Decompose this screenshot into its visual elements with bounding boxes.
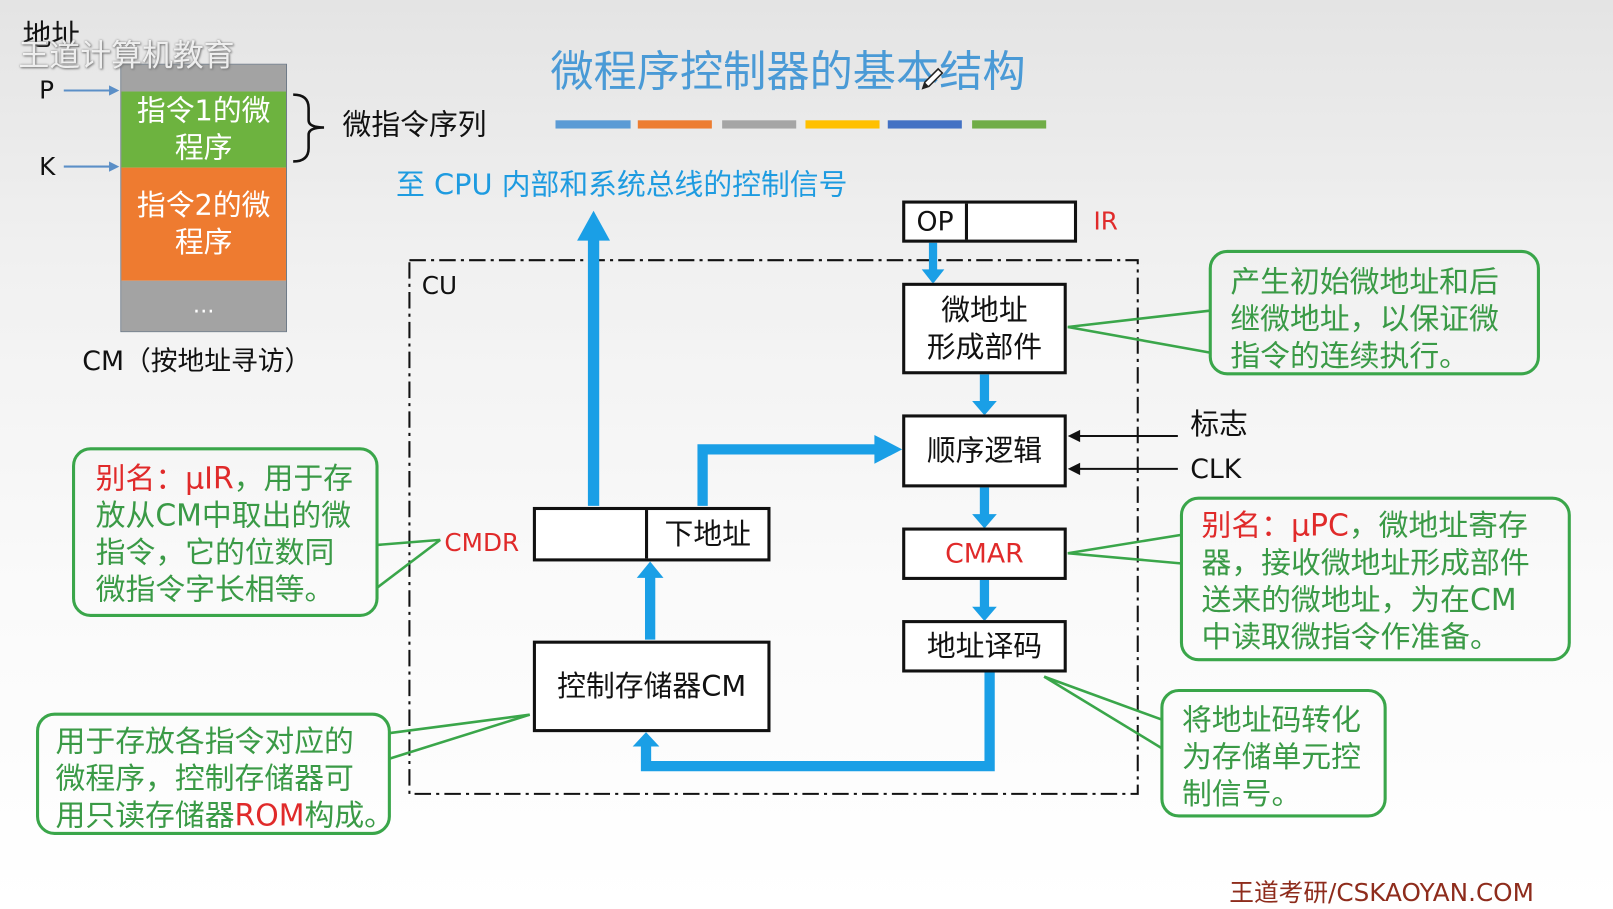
callout-alias: 别名：μIR [95, 460, 234, 496]
title-bar-segment [722, 120, 797, 129]
flag-input-label: 标志 [1190, 407, 1248, 442]
callout-line: 用只读存储器ROM构成。 [55, 797, 394, 834]
arrow-cmdr-to-control-signals [577, 210, 611, 506]
segment-line: 指令1的微 [136, 93, 271, 128]
pointer-k-label: K [39, 152, 56, 181]
callout-control-memory: 用于存放各指令对应的 微程序，控制存储器可 用只读存储器ROM构成。 [36, 712, 394, 835]
ir-op-field: OP [905, 203, 969, 240]
arrow-clk-input [1067, 462, 1178, 476]
segment-line: ... [192, 292, 215, 319]
arrow-flag-input [1067, 429, 1178, 443]
cmdr-next-address-field: 下地址 [644, 510, 767, 559]
callout-line: 微程序，控制存储器可 [55, 760, 354, 796]
callout-highlight: ROM [234, 797, 305, 833]
control-memory: 控制存储器CM [532, 640, 771, 733]
callout-line: 别名：μIR，用于存 [96, 460, 376, 497]
callout-line: 中读取微指令作准备。 [1201, 619, 1500, 654]
callout-text: ，微地址寄存 [1348, 507, 1528, 543]
title-bar-segment [887, 120, 962, 129]
segment-line: 指令2的微 [136, 188, 271, 223]
callout-line: 器，接收微地址形成部件 [1201, 544, 1530, 580]
callout-line: 微指令字长相等。 [95, 571, 335, 607]
callout-line: 用于存放各指令对应的 [55, 723, 354, 759]
ir-label: IR [1093, 206, 1118, 236]
callout-text: 用只读存储器 [55, 797, 235, 833]
memory-segment-instruction-2: 指令2的微 程序 [121, 167, 286, 281]
arrow-ir-to-micro-address-unit [921, 242, 945, 284]
micro-address-unit: 微地址 形成部件 [902, 282, 1067, 375]
clk-input-label: CLK [1190, 454, 1242, 486]
callout-micro-address-unit: 产生初始微地址和后 继微地址，以保证微 指令的连续执行。 [1208, 249, 1540, 376]
cu-label: CU [421, 271, 458, 301]
footer-brand: 王道考研/CSKAOYAN.COM [1229, 878, 1534, 907]
callout-line: 制信号。 [1181, 776, 1302, 812]
box-line: 顺序逻辑 [926, 433, 1043, 468]
address-decoder: 地址译码 [902, 620, 1067, 673]
arrow-cmar-to-address-decoder [972, 579, 997, 622]
cm-caption: CM（按地址寻访） [82, 346, 312, 378]
title-bar-segment [637, 120, 712, 129]
callout-pointer-micro-address-unit [1067, 309, 1212, 354]
cmar: CMAR [902, 527, 1067, 580]
instruction-register: OP [902, 200, 1078, 243]
callout-line: 指令，它的位数同 [95, 534, 335, 570]
segment-line: 程序 [174, 225, 233, 260]
callout-upc: 别名：μPC，微地址寄存 器，接收微地址形成部件 送来的微地址，为在CM 中读取… [1179, 496, 1571, 662]
title-bar-segment [805, 120, 880, 129]
pointer-k-arrow [63, 161, 120, 172]
microinstruction-brace [293, 93, 325, 163]
callout-line: 继微地址，以保证微 [1230, 301, 1499, 337]
cmdr-label: CMDR [444, 528, 520, 558]
memory-segment-ellipsis: ... [121, 280, 286, 332]
memory-segment-instruction-1: 指令1的微 程序 [121, 91, 286, 168]
callout-alias: 别名：μPC [1201, 507, 1349, 543]
arrow-control-memory-to-cmdr [636, 561, 664, 640]
brace-label: 微指令序列 [342, 107, 487, 142]
callout-address-decoder: 将地址码转化 为存储单元控 制信号。 [1160, 688, 1387, 818]
callout-pointer-upc [1067, 533, 1183, 565]
callout-line: 指令的连续执行。 [1230, 338, 1469, 374]
cu-boundary [408, 259, 1139, 795]
control-memory-map: 指令1的微 程序 指令2的微 程序 ... [120, 63, 288, 333]
callout-line: 为存储单元控 [1181, 739, 1361, 775]
arrow-next-address-to-sequence-logic [697, 434, 903, 506]
callout-text: ，用于存 [233, 460, 354, 496]
watermark: 王道计算机教育 [18, 38, 235, 75]
callout-line: 放从CM中取出的微 [95, 497, 352, 533]
cmdr: 下地址 [532, 506, 771, 562]
callout-line: 产生初始微地址和后 [1230, 264, 1499, 300]
pointer-p-arrow [63, 85, 120, 96]
memory-segment-empty [121, 64, 286, 92]
box-line: 控制存储器CM [557, 668, 747, 703]
pointer-p-label: P [39, 76, 54, 105]
callout-pointer-address-decoder [1043, 675, 1164, 750]
callout-line: 别名：μPC，微地址寄存 [1202, 507, 1568, 544]
arrow-address-decoder-to-control-memory [632, 672, 995, 772]
callout-uir: 别名：μIR，用于存 放从CM中取出的微 指令，它的位数同 微指令字长相等。 [72, 447, 379, 617]
segment-line: 程序 [174, 130, 233, 165]
box-line: 地址译码 [926, 628, 1043, 663]
address-label: 地址 [22, 18, 81, 53]
arrow-micro-address-to-sequence-logic [972, 374, 997, 416]
callout-text: 构成。 [304, 797, 395, 833]
callout-line: 送来的微地址，为在CM [1201, 582, 1517, 617]
page-title: 微程序控制器的基本结构 [550, 46, 1026, 97]
callout-pointer-uir [375, 538, 442, 590]
arrow-sequence-logic-to-cmar [972, 487, 997, 529]
callout-line: 将地址码转化 [1181, 702, 1361, 738]
sequence-logic: 顺序逻辑 [902, 414, 1067, 488]
pen-cursor-icon [921, 67, 944, 90]
title-bar-segment [972, 120, 1047, 129]
callout-pointer-control-memory [388, 713, 531, 761]
title-bar-segment [555, 120, 631, 129]
box-line: 形成部件 [926, 329, 1043, 364]
box-line: 微地址 [941, 292, 1028, 327]
control-signal-label: 至 CPU 内部和系统总线的控制信号 [396, 167, 848, 202]
box-line: CMAR [945, 538, 1024, 570]
